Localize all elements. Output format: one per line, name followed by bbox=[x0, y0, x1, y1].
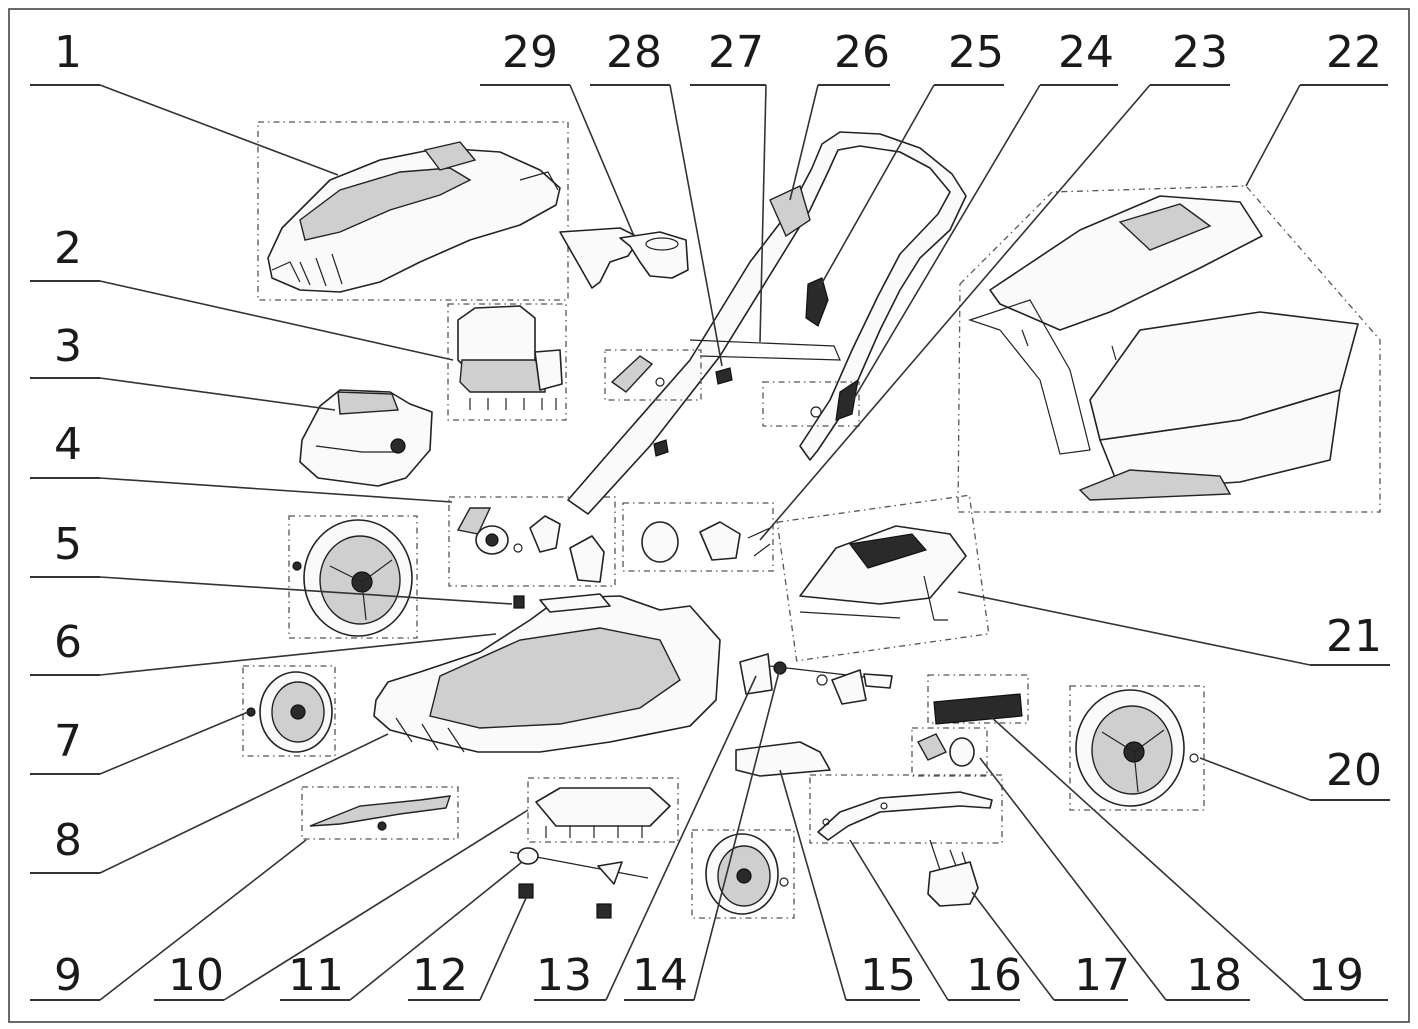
part-rear-wheel-left bbox=[288, 515, 525, 639]
svg-text:15: 15 bbox=[860, 950, 916, 1001]
callout-5: 5 bbox=[30, 519, 513, 605]
part-base-plate bbox=[527, 777, 679, 843]
part-height-lever bbox=[809, 774, 1003, 844]
svg-text:17: 17 bbox=[1074, 950, 1130, 1001]
callout-28: 28 bbox=[590, 27, 723, 367]
part-deflector bbox=[559, 227, 689, 289]
part-front-axle bbox=[739, 653, 893, 705]
svg-text:29: 29 bbox=[502, 27, 558, 78]
callout-12: 12 bbox=[408, 897, 527, 1001]
callout-13: 13 bbox=[534, 675, 757, 1001]
part-grass-catcher bbox=[957, 185, 1381, 513]
svg-text:11: 11 bbox=[288, 950, 344, 1001]
callout-10: 10 bbox=[154, 809, 529, 1001]
callout-14: 14 bbox=[624, 667, 781, 1001]
callout-3: 3 bbox=[30, 321, 336, 411]
svg-text:1: 1 bbox=[54, 27, 82, 78]
part-safety-key bbox=[911, 727, 988, 777]
svg-text:24: 24 bbox=[1058, 27, 1114, 78]
part-top-cover bbox=[257, 121, 569, 301]
svg-text:22: 22 bbox=[1326, 27, 1382, 78]
callout-18: 18 bbox=[979, 757, 1250, 1001]
part-handle-brackets bbox=[448, 496, 774, 587]
callout-6: 6 bbox=[30, 617, 497, 676]
callout-7: 7 bbox=[30, 711, 249, 775]
part-rear-flap bbox=[776, 494, 990, 662]
callout-29: 29 bbox=[480, 27, 635, 237]
callout-21: 21 bbox=[957, 591, 1390, 666]
callout-26: 26 bbox=[789, 27, 890, 201]
callout-19: 19 bbox=[989, 715, 1388, 1001]
callout-4: 4 bbox=[30, 419, 453, 503]
svg-text:12: 12 bbox=[412, 950, 468, 1001]
callout-1: 1 bbox=[30, 27, 339, 176]
svg-text:25: 25 bbox=[948, 27, 1004, 78]
svg-text:3: 3 bbox=[54, 321, 82, 372]
svg-text:23: 23 bbox=[1172, 27, 1228, 78]
svg-text:6: 6 bbox=[54, 617, 82, 668]
svg-text:20: 20 bbox=[1326, 745, 1382, 796]
part-bracket bbox=[735, 741, 831, 777]
svg-text:4: 4 bbox=[54, 419, 82, 470]
part-front-wheel-right bbox=[691, 829, 795, 919]
callout-24: 24 bbox=[851, 27, 1118, 403]
svg-text:9: 9 bbox=[54, 950, 82, 1001]
part-battery bbox=[299, 389, 433, 487]
svg-text:16: 16 bbox=[966, 950, 1022, 1001]
svg-text:2: 2 bbox=[54, 223, 82, 274]
part-rear-axle bbox=[509, 847, 649, 919]
svg-text:26: 26 bbox=[834, 27, 890, 78]
callout-2: 2 bbox=[30, 223, 454, 361]
part-rear-wheel-right bbox=[1069, 685, 1205, 811]
svg-text:28: 28 bbox=[606, 27, 662, 78]
svg-text:27: 27 bbox=[708, 27, 764, 78]
callout-15: 15 bbox=[779, 769, 920, 1001]
svg-text:19: 19 bbox=[1308, 950, 1364, 1001]
svg-text:13: 13 bbox=[536, 950, 592, 1001]
callout-16: 16 bbox=[849, 839, 1022, 1001]
callout-27: 27 bbox=[690, 27, 767, 343]
part-switch-box bbox=[927, 839, 979, 907]
diagram-frame bbox=[8, 8, 1410, 1023]
callout-11: 11 bbox=[280, 861, 523, 1001]
svg-text:21: 21 bbox=[1326, 611, 1382, 662]
callout-9: 9 bbox=[30, 839, 307, 1001]
callout-20: 20 bbox=[1199, 745, 1390, 801]
svg-text:5: 5 bbox=[54, 519, 82, 570]
part-handle bbox=[567, 131, 967, 515]
part-blade bbox=[301, 786, 459, 840]
callout-8: 8 bbox=[30, 733, 389, 874]
part-motor bbox=[447, 303, 567, 421]
svg-text:8: 8 bbox=[54, 815, 82, 866]
callout-25: 25 bbox=[817, 27, 1004, 291]
callout-17: 17 bbox=[971, 891, 1130, 1001]
svg-text:7: 7 bbox=[54, 716, 82, 767]
svg-text:18: 18 bbox=[1186, 950, 1242, 1001]
part-front-wheel-left bbox=[242, 665, 336, 757]
callout-22: 22 bbox=[1245, 27, 1388, 187]
callout-23: 23 bbox=[759, 27, 1230, 541]
part-brush-strip bbox=[927, 674, 1029, 725]
svg-text:10: 10 bbox=[168, 950, 224, 1001]
svg-text:14: 14 bbox=[632, 950, 688, 1001]
part-mower-deck bbox=[373, 593, 721, 753]
